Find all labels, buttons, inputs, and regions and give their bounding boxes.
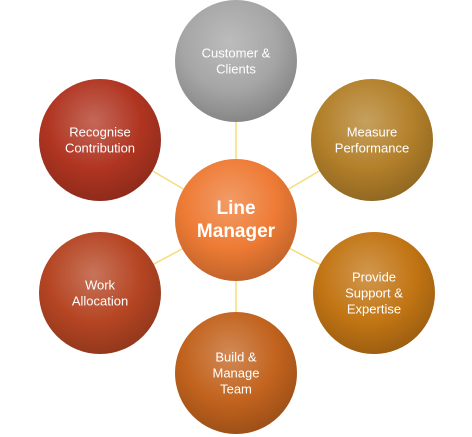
node-customer-label: Customer &Clients bbox=[202, 46, 271, 77]
center-node-circle bbox=[175, 159, 297, 281]
node-recognise-circle bbox=[39, 79, 161, 201]
node-support-circle bbox=[313, 232, 435, 354]
node-team-circle bbox=[175, 312, 297, 434]
node-work-circle bbox=[39, 232, 161, 354]
node-measure-circle bbox=[311, 79, 433, 201]
node-customer-circle bbox=[175, 0, 297, 122]
